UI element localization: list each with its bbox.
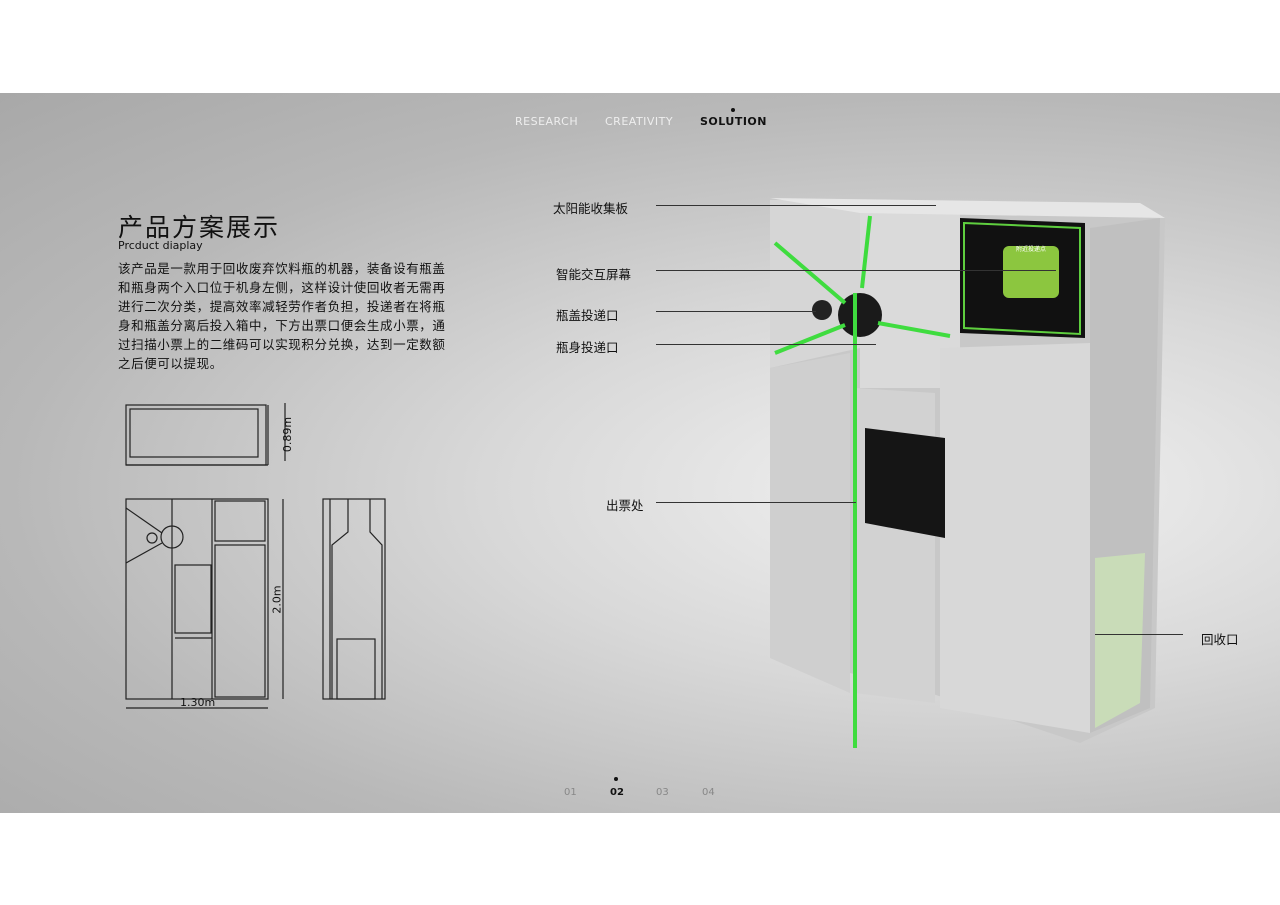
callout-solar-panel: 太阳能收集板 — [553, 201, 629, 216]
side-view-drawing — [322, 498, 386, 700]
page-03[interactable]: 03 — [656, 787, 669, 798]
depth-dimension: 0.89m — [281, 416, 295, 453]
active-indicator — [731, 108, 735, 112]
nav-research[interactable]: RESEARCH — [515, 115, 579, 128]
callout-bottle-slot: 瓶身投递口 — [556, 340, 619, 355]
nav-creativity[interactable]: CREATIVITY — [605, 115, 674, 128]
nav-solution[interactable]: SOLUTION — [700, 115, 767, 128]
callout-screen: 智能交互屏幕 — [556, 267, 632, 282]
height-dimension: 2.0m — [270, 585, 284, 614]
page-subtitle: Prcduct diaplay — [118, 239, 203, 252]
page-04[interactable]: 04 — [702, 787, 715, 798]
page-title: 产品方案展示 — [118, 213, 281, 242]
top-view-drawing — [125, 403, 286, 466]
callout-recycle-port: 回收口 — [1201, 632, 1239, 647]
description: 该产品是一款用于回收废弃饮料瓶的机器，装备设有瓶盖和瓶身两个入口位于机身左侧，这… — [118, 261, 446, 371]
front-view-drawing — [125, 498, 284, 709]
page-01[interactable]: 01 — [564, 787, 577, 798]
slide: RESEARCH CREATIVITY SOLUTION 产品方案展示 Prcd… — [0, 93, 1280, 813]
callout-cap-slot: 瓶盖投递口 — [556, 308, 619, 323]
page-indicator — [614, 777, 618, 781]
nearby-drop-point-button[interactable]: 附近投递点 — [1015, 246, 1046, 253]
recycling-machine-render — [770, 198, 1165, 748]
page-02[interactable]: 02 — [610, 787, 624, 798]
width-dimension: 1.30m — [180, 696, 216, 709]
callout-ticket: 出票处 — [606, 498, 644, 513]
